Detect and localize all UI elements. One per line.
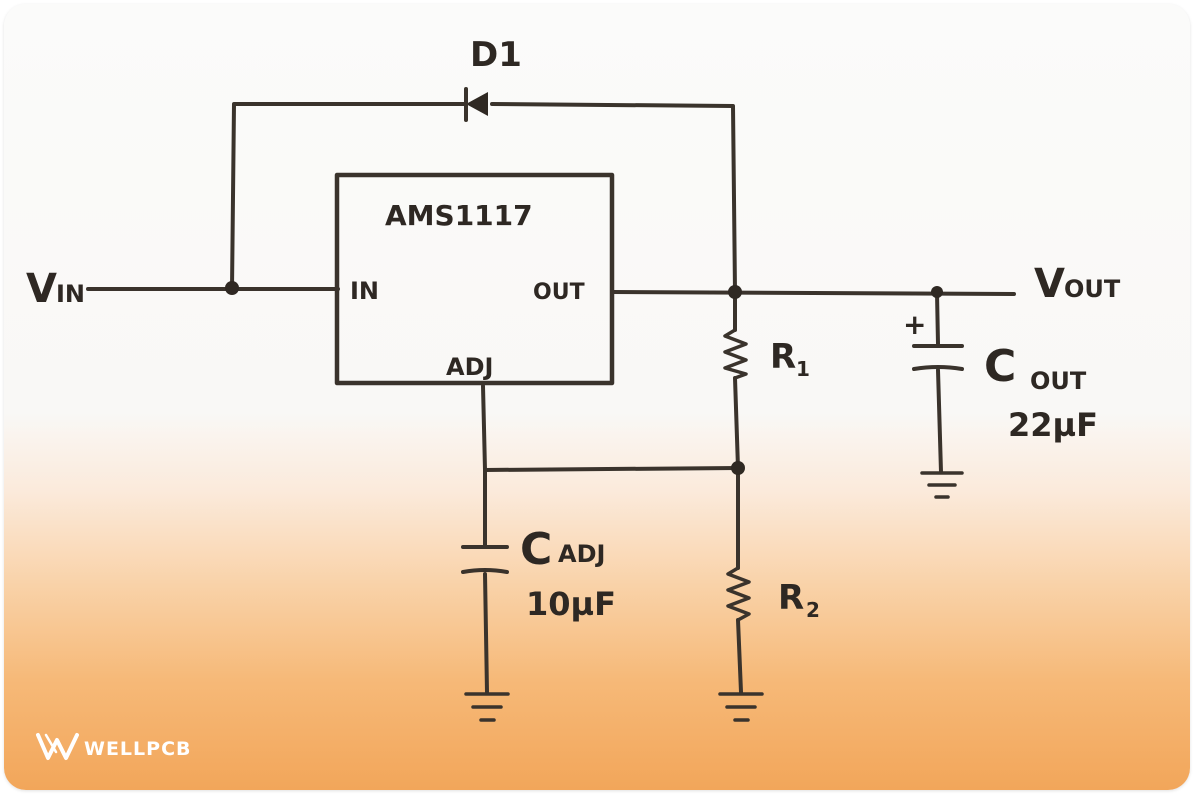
ground-cout-icon	[920, 471, 964, 499]
diode-d1-symbol	[464, 87, 488, 122]
cadj-label-sub: ADJ	[558, 540, 605, 568]
resistor-r1-symbol	[723, 328, 748, 380]
cout-label-main: C	[984, 341, 1016, 392]
capacitor-cadj-symbol	[461, 545, 509, 574]
out-junction	[728, 285, 742, 299]
pin-in-label: IN	[350, 277, 379, 305]
cadj-label-main: C	[520, 524, 552, 575]
vin-label-main: V	[26, 266, 57, 312]
schematic-card	[4, 4, 1190, 790]
cout-label-sub: OUT	[1030, 367, 1087, 395]
ground-cadj-icon	[464, 692, 510, 722]
vout-wire	[610, 290, 1016, 296]
cout-bottom-wire	[936, 368, 943, 474]
capacitor-cout-symbol	[912, 344, 964, 371]
logo-text: WELLPCB	[84, 738, 192, 760]
cout-junction	[931, 286, 943, 298]
cadj-bottom-wire	[483, 572, 489, 694]
diode-label: D1	[470, 35, 522, 75]
diode-bypass-wire-left	[230, 102, 467, 291]
w-mark-icon	[36, 733, 79, 760]
vout-label-sub: OUT	[1064, 275, 1121, 303]
chip-label: AMS1117	[385, 199, 533, 232]
vin-junction	[225, 281, 239, 295]
r2-label-main: R	[778, 578, 804, 618]
r1-label-main: R	[770, 337, 796, 377]
pin-out-label: OUT	[533, 280, 585, 305]
pin-adj-label: ADJ	[446, 353, 493, 381]
adj-wire	[481, 384, 740, 472]
r1-label-sub: 1	[796, 357, 810, 381]
cout-value: 22µF	[1008, 406, 1098, 444]
vin-label-sub: IN	[56, 280, 85, 308]
resistor-r2-symbol	[726, 566, 751, 622]
ground-r2-icon	[718, 692, 764, 722]
r1-bottom-wire	[733, 376, 740, 470]
polarity-mark: +	[903, 308, 926, 341]
r2-label-sub: 2	[806, 598, 820, 622]
diode-bypass-wire-right	[490, 102, 737, 294]
adj-junction	[731, 461, 745, 475]
wellpcb-logo: WELLPCB	[36, 733, 192, 760]
r2-bottom-wire	[736, 618, 743, 694]
cadj-value: 10µF	[526, 585, 616, 623]
ams1117-chip	[334, 172, 615, 386]
vout-label-main: V	[1034, 261, 1065, 307]
cout-top-wire	[935, 291, 940, 346]
